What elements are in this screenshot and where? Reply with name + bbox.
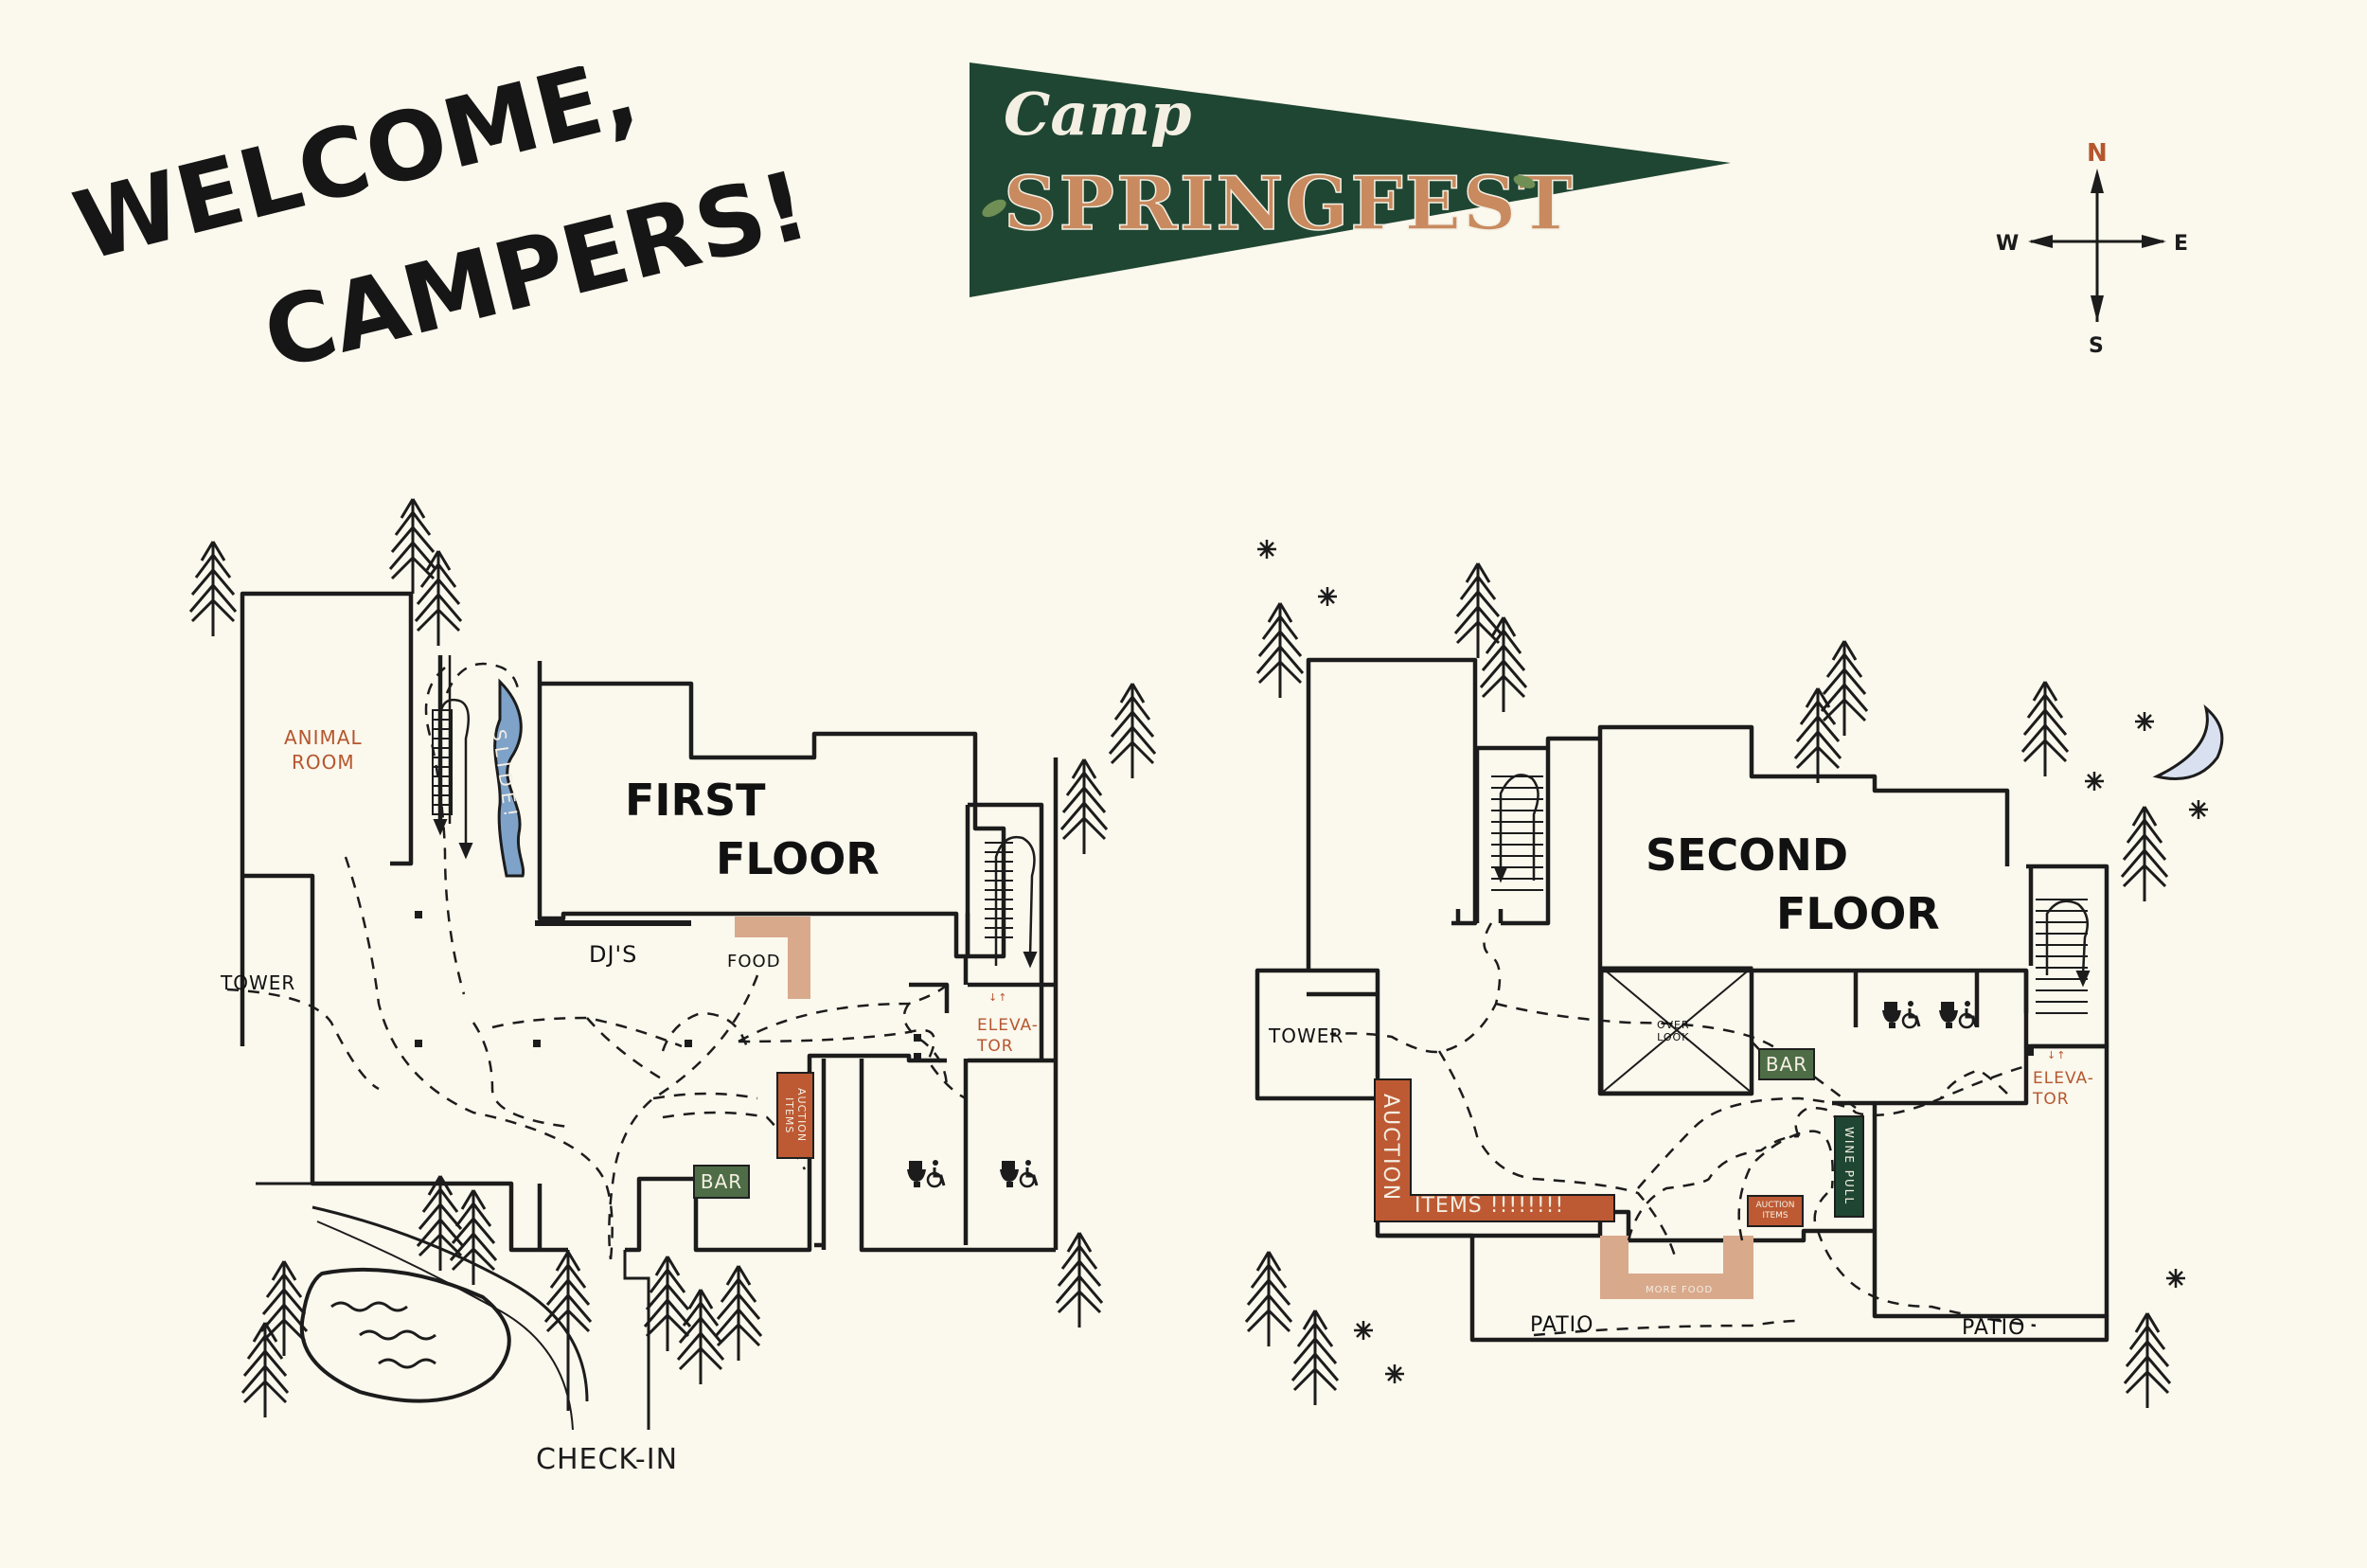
second-floor-auction-items-tag: AUCTION ITEMS bbox=[1747, 1195, 1804, 1227]
wine-pull-tag: WINE PULL bbox=[1834, 1115, 1864, 1218]
check-in-label: CHECK-IN bbox=[536, 1443, 679, 1476]
compass-n: N bbox=[2087, 139, 2108, 168]
first-floor-tower-label: TOWER bbox=[221, 971, 296, 994]
auction-vertical-label: AUCTION bbox=[1379, 1094, 1402, 1203]
pennant-script-camp: Camp bbox=[1004, 80, 1191, 149]
first-floor-bar-tag: BAR bbox=[693, 1165, 750, 1199]
crescent-moon-icon bbox=[2152, 704, 2224, 780]
second-floor-stairs-left bbox=[1491, 774, 1543, 891]
first-floor-elevator-arrows: ↓↑ bbox=[988, 991, 1008, 1004]
first-floor-stairs-right bbox=[985, 835, 1038, 969]
restroom-icon bbox=[905, 999, 1978, 1189]
animal-room-label: ANIMAL ROOM bbox=[284, 726, 363, 774]
first-floor-title-line-2: FLOOR bbox=[716, 833, 880, 885]
patio-left-label: PATIO bbox=[1530, 1313, 1594, 1337]
second-floor-bar-tag: BAR bbox=[1758, 1048, 1815, 1080]
east-arrow-icon bbox=[2142, 235, 2166, 248]
compass-rose: N E W S bbox=[1996, 139, 2188, 358]
auction-items-strip bbox=[1374, 1078, 1615, 1222]
compass-e: E bbox=[2174, 232, 2188, 256]
second-floor-elevator-label: ELEVA- TOR bbox=[2033, 1069, 2094, 1110]
camp-springfest-pennant: Camp SPRINGFEST bbox=[970, 62, 1731, 297]
west-arrow-icon bbox=[2028, 235, 2053, 248]
second-floor-bar-label: BAR bbox=[1765, 1053, 1808, 1076]
leaf-icon bbox=[982, 175, 1536, 218]
tree-icons-first-floor bbox=[188, 497, 1157, 1419]
compass-w: W bbox=[1996, 232, 2019, 256]
first-floor-title: FIRST FLOOR bbox=[625, 771, 880, 888]
second-floor-stairs-right bbox=[2036, 899, 2091, 1014]
first-floor-walls bbox=[240, 591, 1059, 1253]
second-floor-title-line-2: FLOOR bbox=[1776, 888, 1940, 940]
auction-horizontal-label: ITEMS !!!!!!!! bbox=[1415, 1194, 1565, 1218]
second-floor-title-line-1: SECOND bbox=[1646, 829, 1849, 881]
first-floor-auction-items-label: AUCTION ITEMS bbox=[783, 1088, 809, 1143]
welcome-heading: WELCOME, CAMPERS! bbox=[66, 66, 819, 388]
more-food-counter bbox=[1600, 1236, 1753, 1299]
first-floor-title-line-1: FIRST bbox=[625, 775, 766, 826]
overlook-label: OVER LOOK bbox=[1657, 1019, 1690, 1044]
second-floor-elevator-arrows: ↓↑ bbox=[2047, 1049, 2067, 1061]
patio-right-label: PATIO bbox=[1962, 1316, 2026, 1340]
djs-label: DJ'S bbox=[589, 941, 638, 968]
food-label: FOOD bbox=[727, 952, 781, 971]
second-floor-markers bbox=[2026, 1048, 2034, 1056]
second-floor-walls bbox=[1255, 657, 2109, 1343]
first-floor-elevator-label: ELEVA- TOR bbox=[977, 1016, 1039, 1057]
more-food-label: MORE FOOD bbox=[1646, 1285, 1714, 1295]
first-floor-auction-items-tag: AUCTION ITEMS bbox=[776, 1072, 814, 1159]
second-floor-auction-items-label: AUCTION ITEMS bbox=[1755, 1201, 1795, 1221]
north-arrow-icon bbox=[2091, 169, 2104, 193]
second-floor-title: SECOND FLOOR bbox=[1646, 826, 1940, 943]
second-floor-walk-paths bbox=[1329, 922, 2037, 1337]
first-floor-bar-label: BAR bbox=[700, 1170, 743, 1193]
first-floor-walk-paths bbox=[226, 662, 967, 1260]
wine-pull-label: WINE PULL bbox=[1842, 1127, 1857, 1206]
south-arrow-icon bbox=[2091, 295, 2104, 322]
compass-s: S bbox=[2089, 334, 2104, 358]
first-floor-markers bbox=[415, 911, 921, 1060]
slide-ramp bbox=[493, 678, 525, 878]
pennant-title-springfest: SPRINGFEST bbox=[1004, 161, 1575, 247]
pond bbox=[299, 1267, 511, 1403]
food-counter bbox=[735, 917, 810, 999]
second-floor-tower-label: TOWER bbox=[1269, 1025, 1344, 1047]
